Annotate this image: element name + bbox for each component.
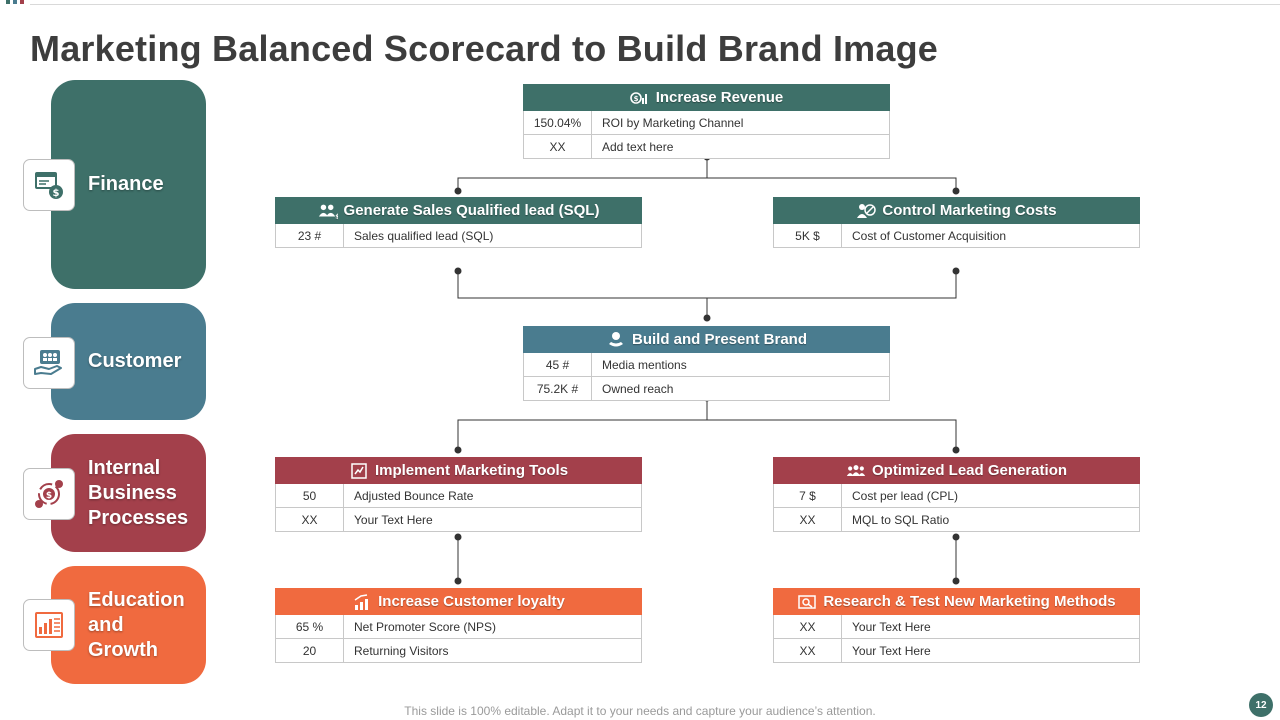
metric-value: XX xyxy=(774,615,842,638)
table-row: 7 $ Cost per lead (CPL) xyxy=(773,484,1140,508)
top-divider xyxy=(30,4,1280,5)
card-header: $ Increase Revenue xyxy=(523,84,890,111)
metric-label: ROI by Marketing Channel xyxy=(602,115,744,130)
table-row: 23 # Sales qualified lead (SQL) xyxy=(275,224,642,248)
metric-value: 5K $ xyxy=(774,224,842,247)
table-row: 65 % Net Promoter Score (NPS) xyxy=(275,615,642,639)
table-row: XX Your Text Here xyxy=(773,639,1140,663)
card-optimized-lead-generation: Optimized Lead Generation 7 $ Cost per l… xyxy=(773,457,1140,532)
table-row: XX MQL to SQL Ratio xyxy=(773,508,1140,532)
metric-label: MQL to SQL Ratio xyxy=(852,512,950,527)
cost-control-icon xyxy=(856,202,877,220)
metric-label: Adjusted Bounce Rate xyxy=(354,488,474,503)
research-icon xyxy=(797,593,817,611)
metric-value: 45 # xyxy=(524,353,592,376)
card-increase-revenue: $ Increase Revenue 150.04% ROI by Market… xyxy=(523,84,890,159)
hand-people-icon xyxy=(23,337,75,389)
metric-value: XX xyxy=(524,135,592,158)
pillar-label: Education and Growth xyxy=(88,588,185,661)
pillar-label: Finance xyxy=(88,173,164,195)
growth-chart-icon xyxy=(23,599,75,651)
card-research-and-test: Research & Test New Marketing Methods XX… xyxy=(773,588,1140,663)
revenue-icon: $ xyxy=(629,89,650,107)
pillar-label: Customer xyxy=(88,350,182,372)
card-generate-sql: $ Generate Sales Qualified lead (SQL) 23… xyxy=(275,197,642,248)
pillar-finance: Finance xyxy=(51,80,206,289)
brand-icon xyxy=(606,331,626,349)
card-build-and-present-brand: Build and Present Brand 45 # Media menti… xyxy=(523,326,890,401)
table-row: XX Add text here xyxy=(523,135,890,159)
card-header: Research & Test New Marketing Methods xyxy=(773,588,1140,615)
pillar-customer: Customer xyxy=(51,303,206,420)
table-row: 75.2K # Owned reach xyxy=(523,377,890,401)
metric-label: Owned reach xyxy=(602,381,674,396)
dollar-cycle-icon: $ xyxy=(23,468,75,520)
metric-value: XX xyxy=(276,508,344,531)
metric-label: Your Text Here xyxy=(852,619,931,634)
card-title: Implement Marketing Tools xyxy=(374,462,569,479)
table-row: 5K $ Cost of Customer Acquisition xyxy=(773,224,1140,248)
metric-value: 50 xyxy=(276,484,344,507)
card-header: Increase Customer loyalty xyxy=(275,588,642,615)
card-increase-customer-loyalty: Increase Customer loyalty 65 % Net Promo… xyxy=(275,588,642,663)
footer-note: This slide is 100% editable. Adapt it to… xyxy=(404,704,876,718)
pillar-label: Internal Business Processes xyxy=(88,456,189,529)
card-header: Optimized Lead Generation xyxy=(773,457,1140,484)
card-title: Increase Customer loyalty xyxy=(378,593,565,610)
metric-value: XX xyxy=(774,639,842,662)
card-title: Control Marketing Costs xyxy=(882,202,1057,219)
card-title: Generate Sales Qualified lead (SQL) xyxy=(343,202,600,219)
table-row: 50 Adjusted Bounce Rate xyxy=(275,484,642,508)
table-row: XX Your Text Here xyxy=(275,508,642,532)
leads-icon: $ xyxy=(318,202,338,220)
metric-label: Net Promoter Score (NPS) xyxy=(354,619,497,634)
metric-label: Returning Visitors xyxy=(354,643,449,658)
table-row: 45 # Media mentions xyxy=(523,353,890,377)
card-header: $ Generate Sales Qualified lead (SQL) xyxy=(275,197,642,224)
loyalty-chart-icon xyxy=(352,593,372,611)
page-number: 12 xyxy=(1249,693,1273,717)
metric-label: Cost per lead (CPL) xyxy=(852,488,959,503)
metric-label: Sales qualified lead (SQL) xyxy=(354,228,494,243)
metric-value: XX xyxy=(774,508,842,531)
metric-value: 23 # xyxy=(276,224,344,247)
card-title: Increase Revenue xyxy=(655,89,784,106)
table-row: 150.04% ROI by Marketing Channel xyxy=(523,111,890,135)
pillar-internal-business-processes: Internal Business Processes xyxy=(51,434,206,552)
metric-value: 7 $ xyxy=(774,484,842,507)
money-screen-icon: $ xyxy=(23,159,75,211)
table-row: XX Your Text Here xyxy=(773,615,1140,639)
svg-text:$: $ xyxy=(633,95,638,103)
card-title: Research & Test New Marketing Methods xyxy=(823,593,1116,610)
metric-label: Cost of Customer Acquisition xyxy=(852,228,1007,243)
svg-text:$: $ xyxy=(335,213,338,220)
tools-icon xyxy=(349,462,369,480)
card-control-marketing-costs: Control Marketing Costs 5K $ Cost of Cus… xyxy=(773,197,1140,248)
card-header: Control Marketing Costs xyxy=(773,197,1140,224)
card-implement-marketing-tools: Implement Marketing Tools 50 Adjusted Bo… xyxy=(275,457,642,532)
svg-text:$: $ xyxy=(46,491,52,501)
slide-title: Marketing Balanced Scorecard to Build Br… xyxy=(30,28,939,69)
metric-label: Add text here xyxy=(602,139,674,154)
metric-value: 150.04% xyxy=(524,111,592,134)
svg-text:$: $ xyxy=(53,188,60,199)
pillar-education-and-growth: Education and Growth xyxy=(51,566,206,684)
metric-label: Your Text Here xyxy=(852,643,931,658)
card-title: Optimized Lead Generation xyxy=(871,462,1068,479)
people-group-icon xyxy=(846,462,866,480)
card-header: Build and Present Brand xyxy=(523,326,890,353)
metric-value: 75.2K # xyxy=(524,377,592,400)
top-decoration xyxy=(6,0,24,4)
metric-value: 20 xyxy=(276,639,344,662)
card-header: Implement Marketing Tools xyxy=(275,457,642,484)
table-row: 20 Returning Visitors xyxy=(275,639,642,663)
metric-label: Your Text Here xyxy=(354,512,433,527)
card-title: Build and Present Brand xyxy=(631,331,808,348)
metric-label: Media mentions xyxy=(602,357,687,372)
metric-value: 65 % xyxy=(276,615,344,638)
